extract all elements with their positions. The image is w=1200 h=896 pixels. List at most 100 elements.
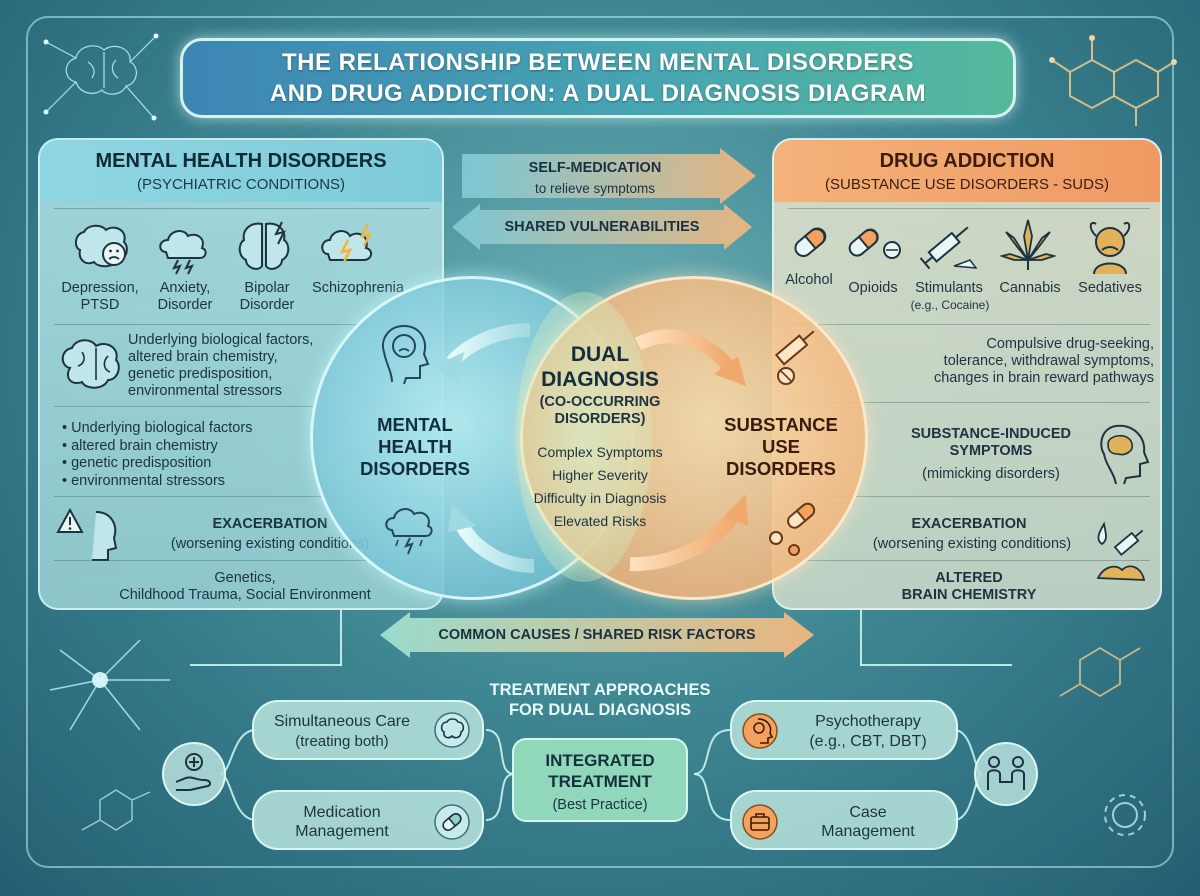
rain-cloud-icon	[385, 508, 433, 555]
dual-item-1: Complex Symptoms	[537, 444, 663, 460]
hexagon-molecule-icon	[81, 789, 151, 831]
condition-label-bipolar: Bipolar Disorder	[239, 280, 295, 313]
common-causes-text: Genetics, Childhood Trauma, Social Envir…	[119, 570, 371, 603]
self-medication-label: Self-Medication	[528, 160, 662, 176]
factor-bullet: altered brain chemistry	[62, 438, 422, 456]
neuron-icon	[49, 639, 170, 731]
altered-brain-chemistry-title: Altered Brain Chemistry	[901, 570, 1037, 603]
dual-diagnosis-overlap	[516, 292, 652, 582]
exacerbation-sub-right: (worsening existing conditions)	[872, 536, 1072, 552]
caring-hand-icon	[175, 753, 212, 791]
self-medication-arrow	[462, 148, 756, 204]
dual-diagnosis-sub: (Co-Occurring Disorders)	[539, 394, 661, 427]
gear-icon	[1104, 794, 1146, 836]
venn-right-label: Substance Use Disorders	[724, 414, 838, 479]
drug-addiction-header: Drug Addiction (Substance Use Disorders …	[774, 140, 1160, 202]
syringe-pills-icon	[774, 330, 815, 385]
pills-icon	[848, 228, 901, 259]
drug-addiction-panel: Drug Addiction (Substance Use Disorders …	[772, 138, 1162, 610]
medication-management-label: Medication Management	[295, 804, 389, 840]
exacerbation-title-left: Exacerbation	[212, 516, 328, 532]
shared-vulnerabilities-label: Shared Vulnerabilities	[504, 219, 700, 235]
treatment-heading: Treatment Approaches for Dual Diagnosis	[489, 681, 711, 719]
drop-syringe-icon	[1096, 521, 1146, 581]
scattered-pills-icon	[769, 502, 816, 556]
connector-line-right	[860, 610, 862, 666]
capsule-icon	[794, 227, 827, 258]
title-line-2: and Drug Addiction: A Dual Diagnosis Dia…	[269, 80, 927, 107]
venn-left-label: Mental Health Disorders	[360, 414, 470, 479]
common-causes-label: Common Causes / Shared Risk Factors	[438, 627, 756, 643]
factor-bullet: Underlying biological factors	[62, 420, 422, 438]
counseling-session-icon	[987, 756, 1025, 790]
title-banner: The Relationship Between Mental Disorder…	[180, 38, 1016, 118]
integrated-treatment-title: Integrated Treatment	[545, 751, 655, 791]
capsule-badge-icon	[434, 804, 470, 840]
integrated-treatment-sub: (Best Practice)	[552, 797, 648, 813]
dual-item-3: Difficulty in Diagnosis	[533, 490, 667, 506]
cannabis-leaf-icon	[1000, 219, 1056, 270]
lightning-cloud-icon	[321, 223, 373, 263]
connector-line-left-h	[190, 664, 342, 666]
substance-label-opioids: Opioids	[848, 280, 898, 296]
simultaneous-care-pill[interactable]: Simultaneous Care (treating both)	[252, 700, 484, 760]
dual-diagnosis-title: Dual Diagnosis	[541, 343, 659, 391]
chemical-structure-icon	[1059, 646, 1141, 698]
head-brain-badge-icon	[742, 713, 778, 749]
drug-addiction-title: Drug Addiction	[879, 150, 1055, 172]
psychotherapy-pill[interactable]: Psychotherapy (e.g., CBT, DBT)	[730, 700, 958, 760]
substance-label-stimulants: Stimulants	[915, 280, 983, 296]
shared-vulnerabilities-arrow	[452, 204, 752, 250]
sad-head-icon	[382, 325, 430, 384]
molecule-icon	[1049, 35, 1177, 126]
psychotherapy-sub: (e.g., CBT, DBT)	[809, 733, 927, 750]
brain-network-icon	[43, 33, 159, 121]
substance-sub-stimulants: (e.g., Cocaine)	[910, 298, 990, 312]
substance-label-sedatives: Sedatives	[1078, 280, 1142, 296]
addiction-characteristics-text: Compulsive drug-seeking, tolerance, with…	[933, 336, 1154, 386]
common-causes-arrow	[380, 612, 814, 658]
care-hand-circle	[162, 742, 226, 806]
sad-brain-icon	[74, 224, 128, 268]
integrated-treatment-box[interactable]: Integrated Treatment (Best Practice)	[512, 738, 688, 822]
mental-health-header: Mental Health Disorders (Psychiatric Con…	[40, 140, 442, 202]
exacerbation-title-right: Exacerbation	[911, 516, 1027, 532]
cycle-arrows	[434, 323, 748, 573]
syringe-icon	[919, 226, 978, 270]
substance-induced-sub: (mimicking disorders)	[922, 466, 1060, 482]
condition-label-schizophrenia: Schizophrenia	[312, 280, 404, 296]
brain-icon	[61, 339, 120, 389]
simultaneous-care-sub: (treating both)	[295, 733, 389, 750]
case-management-label: Case Management	[821, 804, 915, 840]
storm-cloud-icon	[159, 230, 207, 275]
counseling-circle	[974, 742, 1038, 806]
biological-factors-text: Underlying biological factors, altered b…	[128, 332, 314, 399]
outer-frame	[26, 16, 1174, 868]
distressed-face-icon	[1089, 222, 1131, 275]
simultaneous-care-label: Simultaneous Care	[273, 713, 411, 730]
psychotherapy-label: Psychotherapy	[815, 713, 921, 730]
head-brain-icon	[1100, 424, 1150, 485]
title-line-1: The Relationship Between Mental Disorder…	[281, 49, 915, 76]
mental-health-panel: Mental Health Disorders (Psychiatric Con…	[38, 138, 444, 610]
warning-head-icon	[56, 507, 118, 561]
dual-item-4: Elevated Risks	[553, 513, 647, 529]
mental-health-subtitle: (Psychiatric Conditions)	[136, 176, 346, 193]
drug-addiction-subtitle: (Substance Use Disorders - SUDs)	[825, 176, 1109, 193]
condition-label-anxiety: Anxiety, Disorder	[157, 280, 213, 313]
connector-line-right-h	[860, 664, 1012, 666]
medication-management-pill[interactable]: Medication Management	[252, 790, 484, 850]
factor-bullet: genetic predisposition	[62, 455, 422, 473]
mental-health-title: Mental Health Disorders	[95, 150, 387, 172]
briefcase-badge-icon	[742, 804, 778, 840]
substance-induced-title: Substance-Induced Symptoms	[910, 426, 1072, 459]
substance-label-cannabis: Cannabis	[999, 280, 1061, 296]
self-medication-sub: to relieve symptoms	[534, 181, 656, 196]
case-management-pill[interactable]: Case Management	[730, 790, 958, 850]
substance-label-alcohol: Alcohol	[785, 272, 833, 288]
condition-label-depression: Depression, PTSD	[61, 280, 139, 313]
exacerbation-sub-left: (worsening existing conditions)	[170, 536, 370, 552]
factor-bullet: environmental stressors	[62, 473, 422, 491]
factor-bullet-list: Underlying biological factors altered br…	[62, 420, 422, 490]
connector-line-left	[340, 610, 342, 666]
